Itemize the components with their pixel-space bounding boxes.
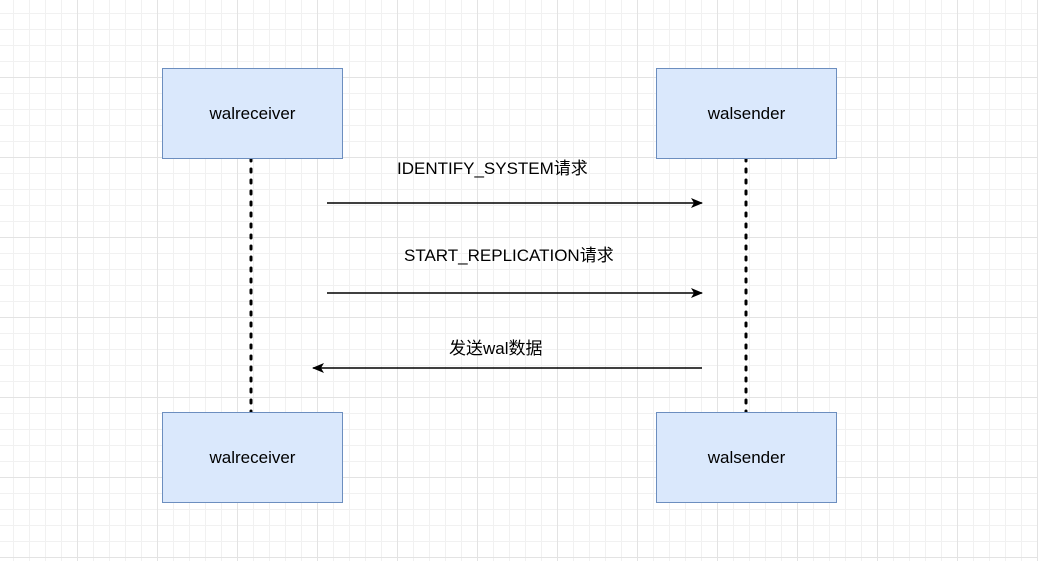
walreceiver-bottom-label: walreceiver <box>209 447 296 467</box>
start-replication-label[interactable]: START_REPLICATION请求 <box>404 246 614 265</box>
send-wal-data-label[interactable]: 发送wal数据 <box>449 339 543 358</box>
walsender-top-label: walsender <box>707 103 786 123</box>
walreceiver-top-box[interactable]: walreceiver <box>162 68 343 159</box>
walsender-bottom-label: walsender <box>707 447 786 467</box>
identify-system-label[interactable]: IDENTIFY_SYSTEM请求 <box>397 159 588 178</box>
walreceiver-top-label: walreceiver <box>209 103 296 123</box>
walsender-top-box[interactable]: walsender <box>656 68 837 159</box>
walreceiver-bottom-box[interactable]: walreceiver <box>162 412 343 503</box>
walsender-bottom-box[interactable]: walsender <box>656 412 837 503</box>
